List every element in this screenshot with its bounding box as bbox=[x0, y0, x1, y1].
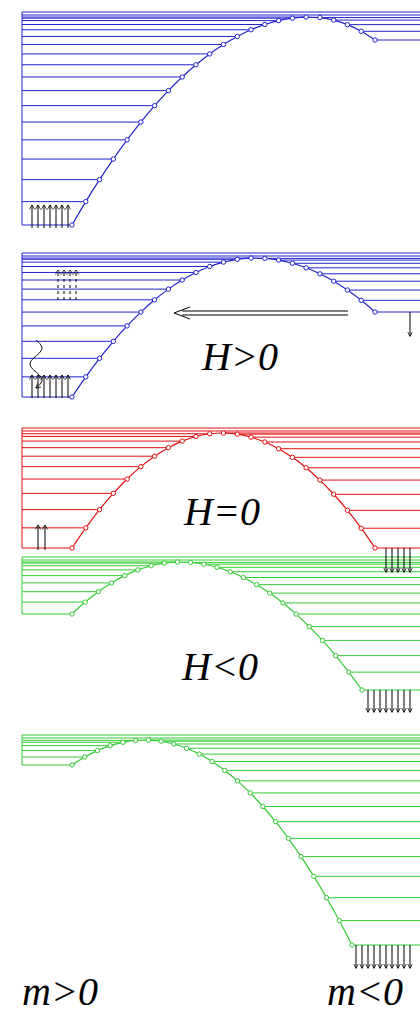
flux-arrow bbox=[62, 205, 63, 228]
flux-arrow bbox=[404, 690, 405, 712]
flux-arrow bbox=[356, 945, 357, 968]
level-panel bbox=[22, 253, 420, 399]
flux-arrow bbox=[392, 690, 393, 712]
flux-arrow bbox=[68, 205, 69, 228]
flux-arrow bbox=[368, 690, 369, 712]
double-arrow bbox=[174, 307, 348, 319]
flux-arrow bbox=[368, 945, 369, 968]
flux-arrow bbox=[410, 690, 411, 712]
level-panel bbox=[22, 557, 420, 692]
flux-arrow bbox=[32, 375, 33, 398]
flux-arrow bbox=[386, 945, 387, 968]
flux-arrow bbox=[45, 525, 46, 550]
flux-arrow bbox=[374, 945, 375, 968]
flux-arrow bbox=[374, 690, 375, 712]
flux-arrow bbox=[404, 945, 405, 968]
regime-label: H<0 bbox=[182, 647, 258, 687]
flux-arrow bbox=[392, 945, 393, 968]
regime-label: H=0 bbox=[184, 492, 260, 532]
flux-arrow bbox=[32, 205, 33, 228]
flux-arrow bbox=[362, 945, 363, 968]
flux-arrow bbox=[50, 375, 51, 398]
regime-label: H>0 bbox=[202, 337, 278, 377]
flux-arrow bbox=[398, 690, 399, 712]
flux-arrow bbox=[44, 205, 45, 228]
flux-arrow bbox=[398, 548, 399, 572]
flux-arrow bbox=[410, 312, 411, 336]
flux-arrow bbox=[64, 270, 65, 300]
flux-arrow bbox=[68, 375, 69, 398]
flux-arrow bbox=[380, 945, 381, 968]
flux-arrow bbox=[386, 548, 387, 572]
flux-arrow bbox=[392, 548, 393, 572]
flux-arrow bbox=[410, 548, 411, 572]
flux-arrow bbox=[62, 375, 63, 398]
level-panel bbox=[22, 428, 420, 550]
flux-arrow bbox=[58, 270, 59, 300]
flux-arrow bbox=[380, 690, 381, 712]
flux-arrow bbox=[76, 270, 77, 300]
flux-arrow bbox=[44, 375, 45, 398]
flux-arrow bbox=[38, 525, 39, 550]
flux-arrow bbox=[56, 205, 57, 228]
level-panel bbox=[22, 12, 420, 227]
flux-arrow bbox=[38, 205, 39, 228]
flux-arrow bbox=[70, 270, 71, 300]
flux-arrow bbox=[50, 205, 51, 228]
flux-arrow bbox=[386, 690, 387, 712]
wavy-arrow bbox=[30, 340, 42, 388]
regime-label: m>0 bbox=[22, 972, 98, 1012]
flux-arrow bbox=[56, 375, 57, 398]
flux-arrow bbox=[410, 945, 411, 968]
level-panel bbox=[22, 735, 420, 947]
flux-arrow bbox=[398, 945, 399, 968]
flux-arrow bbox=[404, 548, 405, 572]
regime-label: m<0 bbox=[327, 972, 403, 1012]
